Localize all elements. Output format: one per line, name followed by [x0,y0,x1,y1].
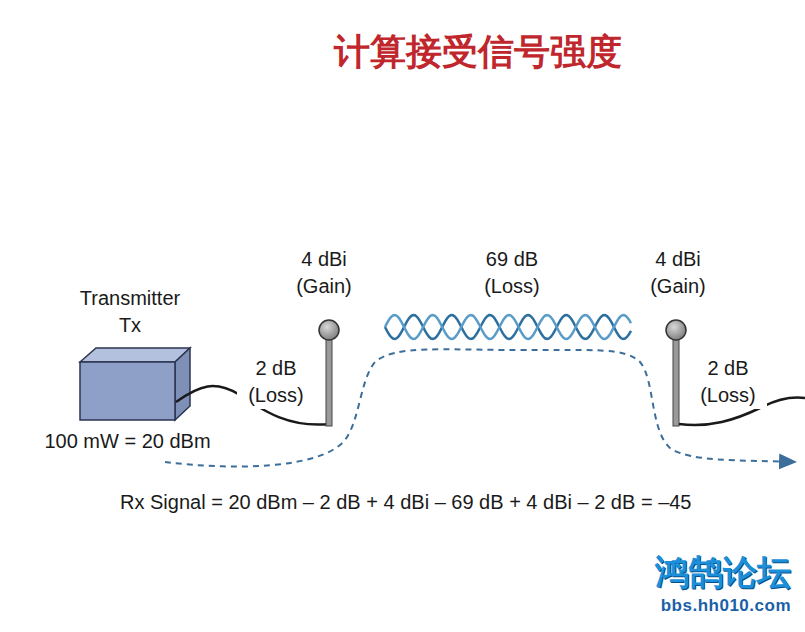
loss-label: 69 dB (Loss) [472,246,552,300]
title: 计算接受信号强度 [0,30,805,74]
loss-label: 2 dB (Loss) [237,355,315,409]
gain-label: 4 dBi (Gain) [284,246,364,300]
formula: Rx Signal = 20 dBm – 2 dB + 4 dBi – 69 d… [120,489,692,516]
antenna [319,320,339,426]
loss-label: 2 dB (Loss) [689,355,767,409]
signal-path [165,349,795,466]
gain-label: 4 dBi (Gain) [638,246,718,300]
watermark: 鸿鹄论坛 [655,552,791,592]
transmitter-box [80,348,190,420]
antenna [666,320,686,426]
power-label: 100 mW = 20 dBm [15,428,240,455]
transmitter-node: Transmitter Tx 100 mW = 20 dBm [15,285,240,460]
watermark-url: bbs.hh010.com [661,596,791,616]
radio-wave [385,315,631,339]
node-heading: Transmitter Tx [70,285,190,339]
radio-wave [385,315,631,339]
